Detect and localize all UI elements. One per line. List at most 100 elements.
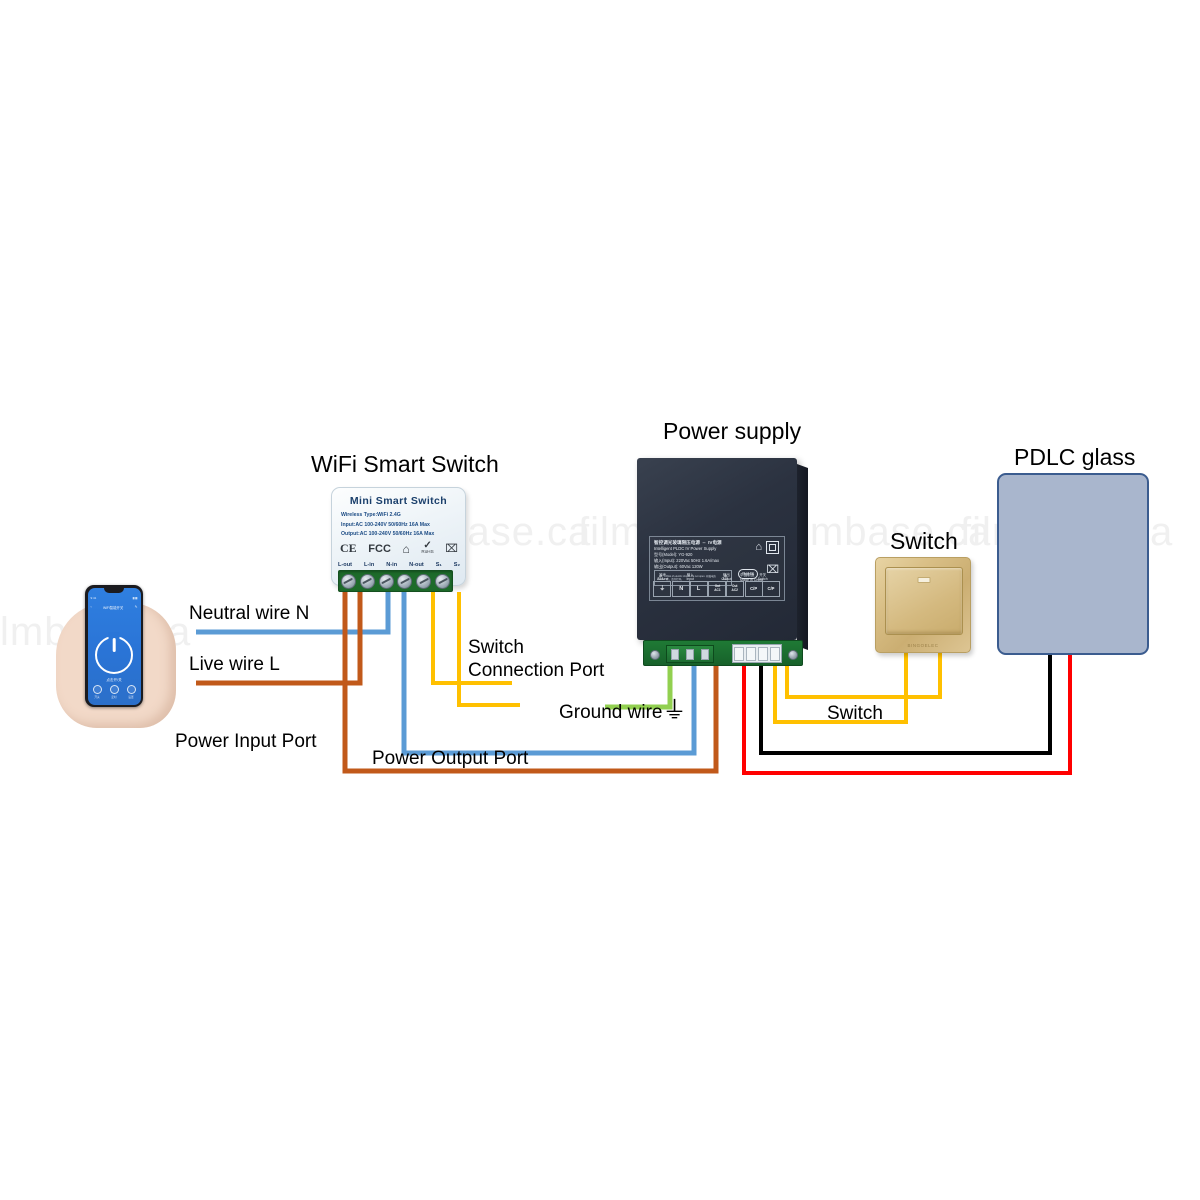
terminal-screw [435,573,451,589]
ground-symbol-icon: ⏚ [662,697,687,724]
legend-ground-boxes: ⏚ [653,581,672,597]
tab-switch[interactable]: 开关 [92,684,102,699]
warning-triangle-icon: ⚠ [721,572,729,582]
gear-icon [126,684,136,694]
wire-neutral-in [196,592,391,635]
label-switch-connection-port-line2: Connection Port [468,660,605,681]
power-supply-label: 智控调光玻璃限压电源 -- IV电源 Intelligent PLDC IV P… [649,536,785,601]
terminal-label-s1: S₁ [435,562,442,568]
terminal-legend: 接地 Ground ⏚ 输入 Input N L [653,573,780,597]
terminal-out-ac2: Out AC2 [725,581,744,597]
terminal-slot [770,646,780,661]
phone-status-bar: 9:41 ▮▮▮ [91,595,138,601]
house-mark-icon: ⌂ [755,541,762,554]
ce-mark-icon: CE [340,541,357,555]
terminal-screw [378,573,394,589]
label-ground-wire: Ground wire⏚ [559,690,687,725]
certification-marks: CE FCC ⌂ ✓ RoHS ⌧ [340,539,458,556]
terminal-label-n-in: N-in [386,562,398,568]
app-tab-bar: 开关 定时 设置 [92,684,136,699]
phone-notch [104,587,124,593]
out-ac2-bot: AC2 [731,588,738,592]
legend-switch-cn: 开关 [759,573,767,577]
spec-output: Output:AC 100-240V 50/60Hz 16A Max [341,531,435,537]
waste-bin-icon: ⌧ [445,543,458,555]
legend-output-cn: 输出 [723,573,730,577]
label-pdlc-glass: PDLC glass [1014,444,1136,470]
wall-switch-device[interactable]: BINGOELEC [875,557,971,653]
made-in-block: 中国制造 Made in China [740,573,763,582]
power-supply-terminal-pcb [643,640,803,666]
label-badges: ⌂ [755,541,779,554]
power-supply-side-face [797,464,808,651]
pcb-screw [650,650,660,660]
label-en-title: Intelligent PLDC IV Power Supply [654,546,717,552]
label-live-wire: Live wire L [189,654,280,675]
terminal-n: N [672,581,691,597]
label-power-output-port: Power Output Port [372,748,529,769]
terminal-screw [397,573,413,589]
label-cn-text: 智控调光玻璃限压电源 [654,540,700,545]
terminal-slot [685,648,694,660]
terminal-sw1: C/P [744,581,763,597]
status-battery: ▮▮▮ [132,595,138,600]
wire-live-in [196,592,363,686]
made-in-en: Made in China [740,577,764,582]
phone-screen[interactable]: 9:41 ▮▮▮ ‹ WiFi智能开关 ✎ 点击开/关 [87,587,141,705]
out-ac1-bot: AC1 [714,588,721,592]
app-nav-bar: ‹ WiFi智能开关 ✎ [91,604,138,611]
legend-output-boxes: Out AC1 Out AC2 [708,581,744,597]
smartphone-app[interactable]: 9:41 ▮▮▮ ‹ WiFi智能开关 ✎ 点击开/关 [56,585,176,730]
power-supply-device: 智控调光玻璃限压电源 -- IV电源 Intelligent PLDC IV P… [637,458,809,668]
indicator-led [917,577,931,583]
legend-input-cn: 输入 [686,573,694,577]
wire-switch-s2 [457,592,520,707]
wire-output-red [742,651,1072,775]
label-power-supply: Power supply [663,418,802,444]
waste-bin-icon: ⌧ [766,564,779,576]
terminal-slot [734,646,744,661]
terminal-sw2: C/P [761,581,780,597]
legend-input-boxes: N L [672,581,708,597]
wire-psu-switch-2 [785,651,942,699]
app-title: WiFi智能开关 [102,605,124,610]
spec-input: Input:AC 100-240V 50/60Hz 16A Max [341,521,430,528]
tab-settings[interactable]: 设置 [126,684,136,699]
fcc-mark-icon: FCC [368,542,391,555]
smart-switch-body: Mini Smart Switch Wireless Type:WiFi 2.4… [331,487,466,586]
label-switch: Switch [890,528,958,554]
wall-switch-brand: BINGOELEC [907,643,939,648]
label-input: 输入(Input): 220Vac 50Hz 1.6A/max [654,558,719,564]
smart-switch-specs: Wireless Type:WiFi 2.4G Input:AC 100-240… [341,511,434,540]
legend-switch-en: Switch [757,577,768,581]
edit-icon[interactable]: ✎ [134,605,138,609]
power-supply-case: 智控调光玻璃限压电源 -- IV电源 Intelligent PLDC IV P… [637,458,797,640]
watermark: filmbase.ca [778,510,992,554]
wire-switch-s1 [431,592,512,685]
tab-label: 开关 [94,695,100,699]
terminal-screw [359,573,375,589]
check-icon: ✓ [423,539,432,551]
made-in-cn: 中国制造 [740,573,755,577]
label-power-input-port: Power Input Port [175,731,317,752]
label-output: 输出(Output): 60Vac 120W [654,564,703,570]
rohs-mark-icon: ✓ RoHS [421,539,433,555]
ground-wire-text: Ground wire [559,702,663,723]
legend-switch: 开关 Switch C/P C/P [744,573,780,597]
warning-text: Risk of electric shock. Do not open. 有触电… [666,575,717,581]
terminal-ground: ⏚ [653,581,672,597]
terminal-label-l-out: L-out [338,562,352,568]
terminal-out-ac1: Out AC1 [708,581,727,597]
clock-icon [109,684,119,694]
phone-body: 9:41 ▮▮▮ ‹ WiFi智能开关 ✎ 点击开/关 [85,585,143,707]
smart-switch-terminal-block [338,570,453,592]
rocker-button[interactable] [885,567,963,635]
status-time: 9:41 [90,595,97,600]
label-wifi-smart-switch: WiFi Smart Switch [311,451,499,477]
spec-wireless: Wireless Type:WiFi 2.4G [341,512,401,518]
legend-output-en: Output [721,577,732,581]
label-neutral-wire: Neutral wire N [189,603,310,624]
tab-timer[interactable]: 定时 [109,684,119,699]
nav-back-icon[interactable]: ‹ [90,605,92,609]
